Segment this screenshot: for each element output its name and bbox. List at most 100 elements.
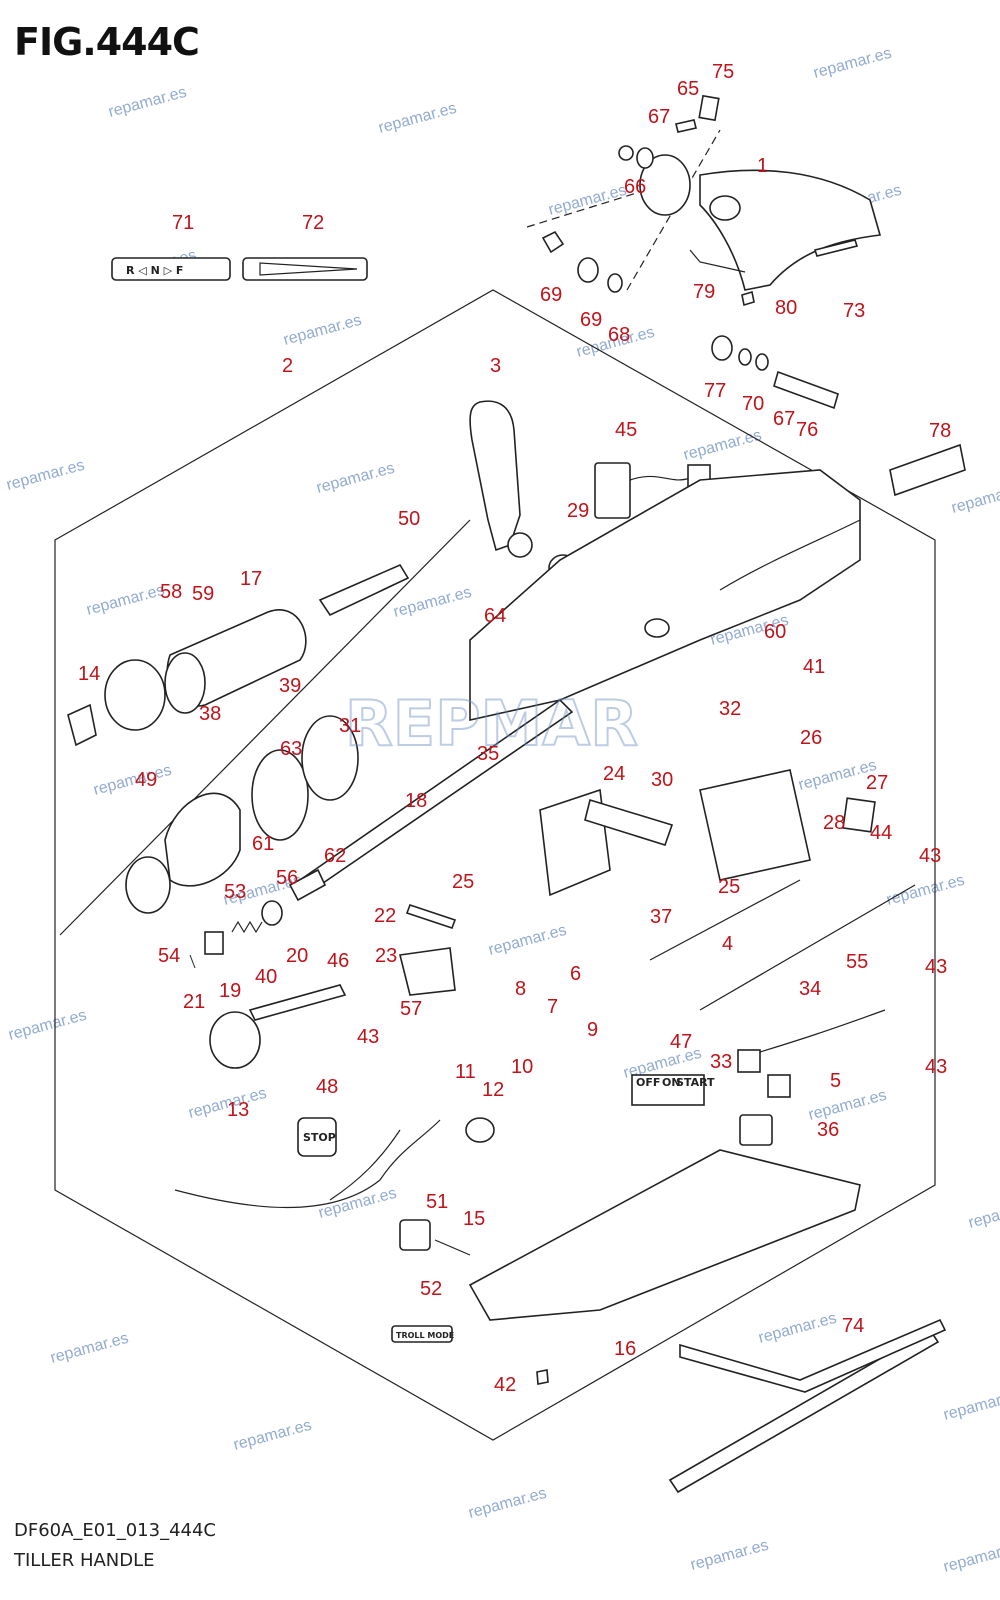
watermark-20: repamar.es (885, 872, 967, 909)
watermark-13: repamar.es (85, 582, 167, 619)
part-75-plate (698, 94, 720, 122)
part-19-block (204, 931, 224, 955)
callout-26: 26 (800, 727, 822, 749)
callout-46: 46 (327, 950, 349, 972)
callout-6: 6 (570, 963, 581, 985)
callout-59: 59 (192, 583, 214, 605)
callout-19: 19 (219, 980, 241, 1002)
decal-48-text: STOP (303, 1131, 336, 1144)
tiller-housing (469, 469, 861, 721)
callout-54: 54 (158, 945, 180, 967)
decal-47-off: OFF (636, 1076, 660, 1089)
callout-55: 55 (846, 951, 868, 973)
part-70-washer (738, 348, 752, 366)
callout-70: 70 (742, 393, 764, 415)
callout-15: 15 (463, 1208, 485, 1230)
watermark-34: repamar.es (942, 1539, 1000, 1576)
callout-42: 42 (494, 1374, 516, 1396)
watermark-32: repamar.es (942, 1387, 1000, 1424)
part-66-nut (618, 145, 634, 161)
part-46-bracket (248, 984, 347, 1021)
part-73-bolt (813, 239, 859, 257)
callout-48: 48 (316, 1076, 338, 1098)
part-45-lead (629, 475, 691, 481)
watermark-21: repamar.es (7, 1007, 89, 1044)
part-5-connector-b (767, 1074, 791, 1098)
callout-43: 43 (925, 1056, 947, 1078)
callout-1: 1 (757, 155, 768, 177)
callout-38: 38 (199, 703, 221, 725)
part-13-knob (209, 1011, 261, 1069)
decal-71-text: R ◁ N ▷ F (126, 264, 183, 277)
watermark-30: repamar.es (232, 1417, 314, 1454)
callout-69: 69 (580, 309, 602, 331)
bracket-hub (639, 154, 691, 216)
part-40-spring (231, 920, 263, 934)
callout-61: 61 (252, 833, 274, 855)
callout-31: 31 (339, 715, 361, 737)
part-28-assembly (699, 769, 811, 881)
watermark-9: repamar.es (5, 457, 87, 494)
callout-77: 77 (704, 380, 726, 402)
part-49-cap (104, 659, 166, 731)
part-69-bushing-b (577, 257, 599, 283)
callout-20: 20 (286, 945, 308, 967)
callout-33: 33 (710, 1051, 732, 1073)
decal-71-shift (111, 257, 231, 281)
figure-caption: TILLER HANDLE (14, 1550, 155, 1571)
callout-49: 49 (135, 769, 157, 791)
callout-41: 41 (803, 656, 825, 678)
part-34-cable (699, 884, 916, 1011)
callout-25: 25 (452, 871, 474, 893)
callout-74: 74 (842, 1315, 864, 1337)
callout-18: 18 (405, 790, 427, 812)
decal-72-wedge (259, 262, 358, 276)
part-10-coil (329, 1129, 401, 1201)
part-14-knob (67, 703, 97, 747)
callout-63: 63 (280, 738, 302, 760)
callout-43: 43 (925, 956, 947, 978)
callout-29: 29 (567, 500, 589, 522)
callout-32: 32 (719, 698, 741, 720)
watermark-14: repamar.es (392, 584, 474, 621)
part-67-washer (636, 147, 654, 169)
callout-47: 47 (670, 1031, 692, 1053)
callout-39: 39 (279, 675, 301, 697)
callout-65: 65 (677, 78, 699, 100)
callout-72: 72 (302, 212, 324, 234)
watermark-12: repamar.es (950, 480, 1000, 517)
watermark-10: repamar.es (315, 460, 397, 497)
watermark-33: repamar.es (689, 1537, 771, 1574)
assembly-frame (54, 289, 936, 1441)
shift-lever (469, 400, 521, 552)
callout-51: 51 (426, 1191, 448, 1213)
callout-45: 45 (615, 419, 637, 441)
callout-22: 22 (374, 905, 396, 927)
part-27-plate (842, 797, 876, 833)
part-18-end (288, 868, 327, 902)
part-36-plate (739, 1114, 773, 1146)
callout-71: 71 (172, 212, 194, 234)
callout-27: 27 (866, 772, 888, 794)
callout-57: 57 (400, 998, 422, 1020)
tiller-housing-hole (644, 618, 670, 638)
callout-60: 60 (764, 621, 786, 643)
part-10-lanyard (174, 1119, 441, 1209)
part-15-wire (434, 1239, 471, 1256)
part-78-spring (889, 443, 966, 497)
part-54-cap (125, 856, 171, 914)
decal-47-on: ON (662, 1076, 681, 1089)
callout-28: 28 (823, 812, 845, 834)
watermark-2: repamar.es (377, 100, 459, 137)
part-74-bar (679, 1318, 947, 1393)
watermark-4: repamar.es (547, 182, 629, 219)
decal-52-text: TROLL MODE (396, 1331, 454, 1340)
callout-23: 23 (375, 945, 397, 967)
watermark-7: repamar.es (282, 312, 364, 349)
callout-4: 4 (722, 933, 733, 955)
tiller-housing-detail (719, 519, 861, 591)
part-47-decal (631, 1074, 705, 1106)
callout-79: 79 (693, 281, 715, 303)
part-42-screw (536, 1369, 549, 1385)
